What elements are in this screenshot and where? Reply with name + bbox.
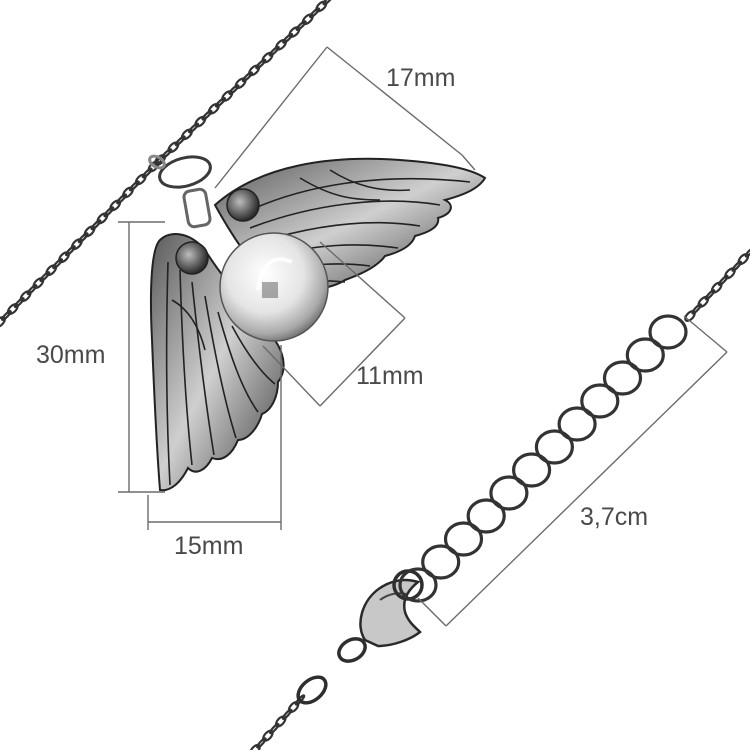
dimension-label-pendant-width: 15mm	[174, 532, 244, 560]
chain-link	[141, 167, 153, 179]
chain-link	[288, 26, 301, 38]
chain-link	[241, 71, 253, 83]
chain-link	[207, 102, 220, 115]
chain-link	[13, 297, 25, 309]
chain-link	[128, 180, 140, 192]
extender-ring	[648, 314, 688, 350]
chain-link	[256, 737, 267, 749]
chain-link	[77, 232, 89, 244]
chain-link	[221, 90, 234, 102]
dimension-label-wing-width: 17mm	[386, 64, 456, 92]
dimension-label-extender-length: 3,7cm	[580, 503, 649, 531]
extender-ring	[534, 429, 575, 465]
chain-link	[287, 701, 300, 714]
chain-link	[52, 258, 64, 270]
chain-link	[274, 715, 287, 728]
center-ball	[219, 232, 329, 342]
chain-link	[0, 316, 6, 328]
chain-link	[6, 303, 19, 315]
chain-link	[731, 260, 743, 272]
chain-link	[109, 199, 122, 212]
chain-link	[83, 225, 96, 238]
left-wing	[149, 233, 285, 492]
chain-link	[234, 77, 247, 90]
chain-link	[248, 64, 261, 77]
chain-link	[295, 20, 307, 31]
chain-link	[201, 109, 213, 121]
chain-link	[704, 289, 716, 301]
chain-link	[174, 135, 186, 147]
necklace-chain-lower	[249, 694, 306, 750]
extender-ring	[489, 475, 529, 511]
extender-ring	[580, 383, 620, 419]
chain-link	[134, 173, 147, 186]
chain-link	[64, 245, 76, 257]
chain-link	[180, 128, 193, 141]
chain-link	[255, 58, 267, 70]
chain-link	[32, 277, 45, 290]
chain-link	[19, 290, 32, 303]
chain-link	[262, 729, 274, 742]
chain-link	[161, 148, 173, 159]
chain-link	[96, 212, 109, 225]
chain-link	[261, 51, 274, 64]
extender-ring	[466, 498, 506, 534]
necklace-chain-upper	[0, 0, 334, 328]
chain-link	[26, 284, 38, 296]
chain-link	[268, 45, 280, 57]
chain-link	[194, 115, 207, 128]
extender-ring	[421, 544, 461, 580]
dimension-label-ball-diameter: 11mm	[356, 362, 424, 390]
chain-link	[269, 722, 280, 735]
chain-link	[116, 193, 128, 205]
chain-link	[214, 97, 227, 108]
chain-link	[103, 206, 115, 218]
extender-ring	[602, 360, 643, 396]
chain-link	[122, 186, 134, 199]
necklace-chain-right	[684, 246, 750, 322]
chain-link	[282, 33, 294, 44]
chain-link	[45, 264, 58, 277]
chain-link	[90, 219, 102, 231]
chain-link	[228, 84, 240, 95]
bail-rings	[148, 154, 212, 229]
extender-ring	[443, 521, 484, 557]
chain-link	[309, 7, 321, 19]
extender-ring	[625, 337, 665, 373]
chain-link	[301, 13, 314, 26]
chain-link	[188, 122, 200, 134]
extender-ring	[557, 406, 597, 442]
dimension-label-pendant-height: 30mm	[36, 341, 106, 369]
dimension-lines	[118, 46, 728, 627]
chain-link	[275, 38, 287, 51]
extender-ring	[511, 452, 552, 488]
chain-link	[167, 141, 180, 154]
chain-link	[281, 708, 293, 720]
chain-link	[315, 0, 328, 13]
chain-link	[691, 303, 703, 315]
extender-ring	[398, 567, 438, 603]
chain-link	[717, 274, 729, 286]
chain-link	[70, 238, 83, 251]
chain-link	[322, 0, 334, 6]
chain-link	[0, 310, 12, 321]
extender-chain	[398, 314, 688, 603]
chain-link	[249, 743, 261, 750]
chain-link	[58, 251, 70, 264]
chain-link	[744, 246, 750, 258]
chain-link	[39, 271, 51, 283]
